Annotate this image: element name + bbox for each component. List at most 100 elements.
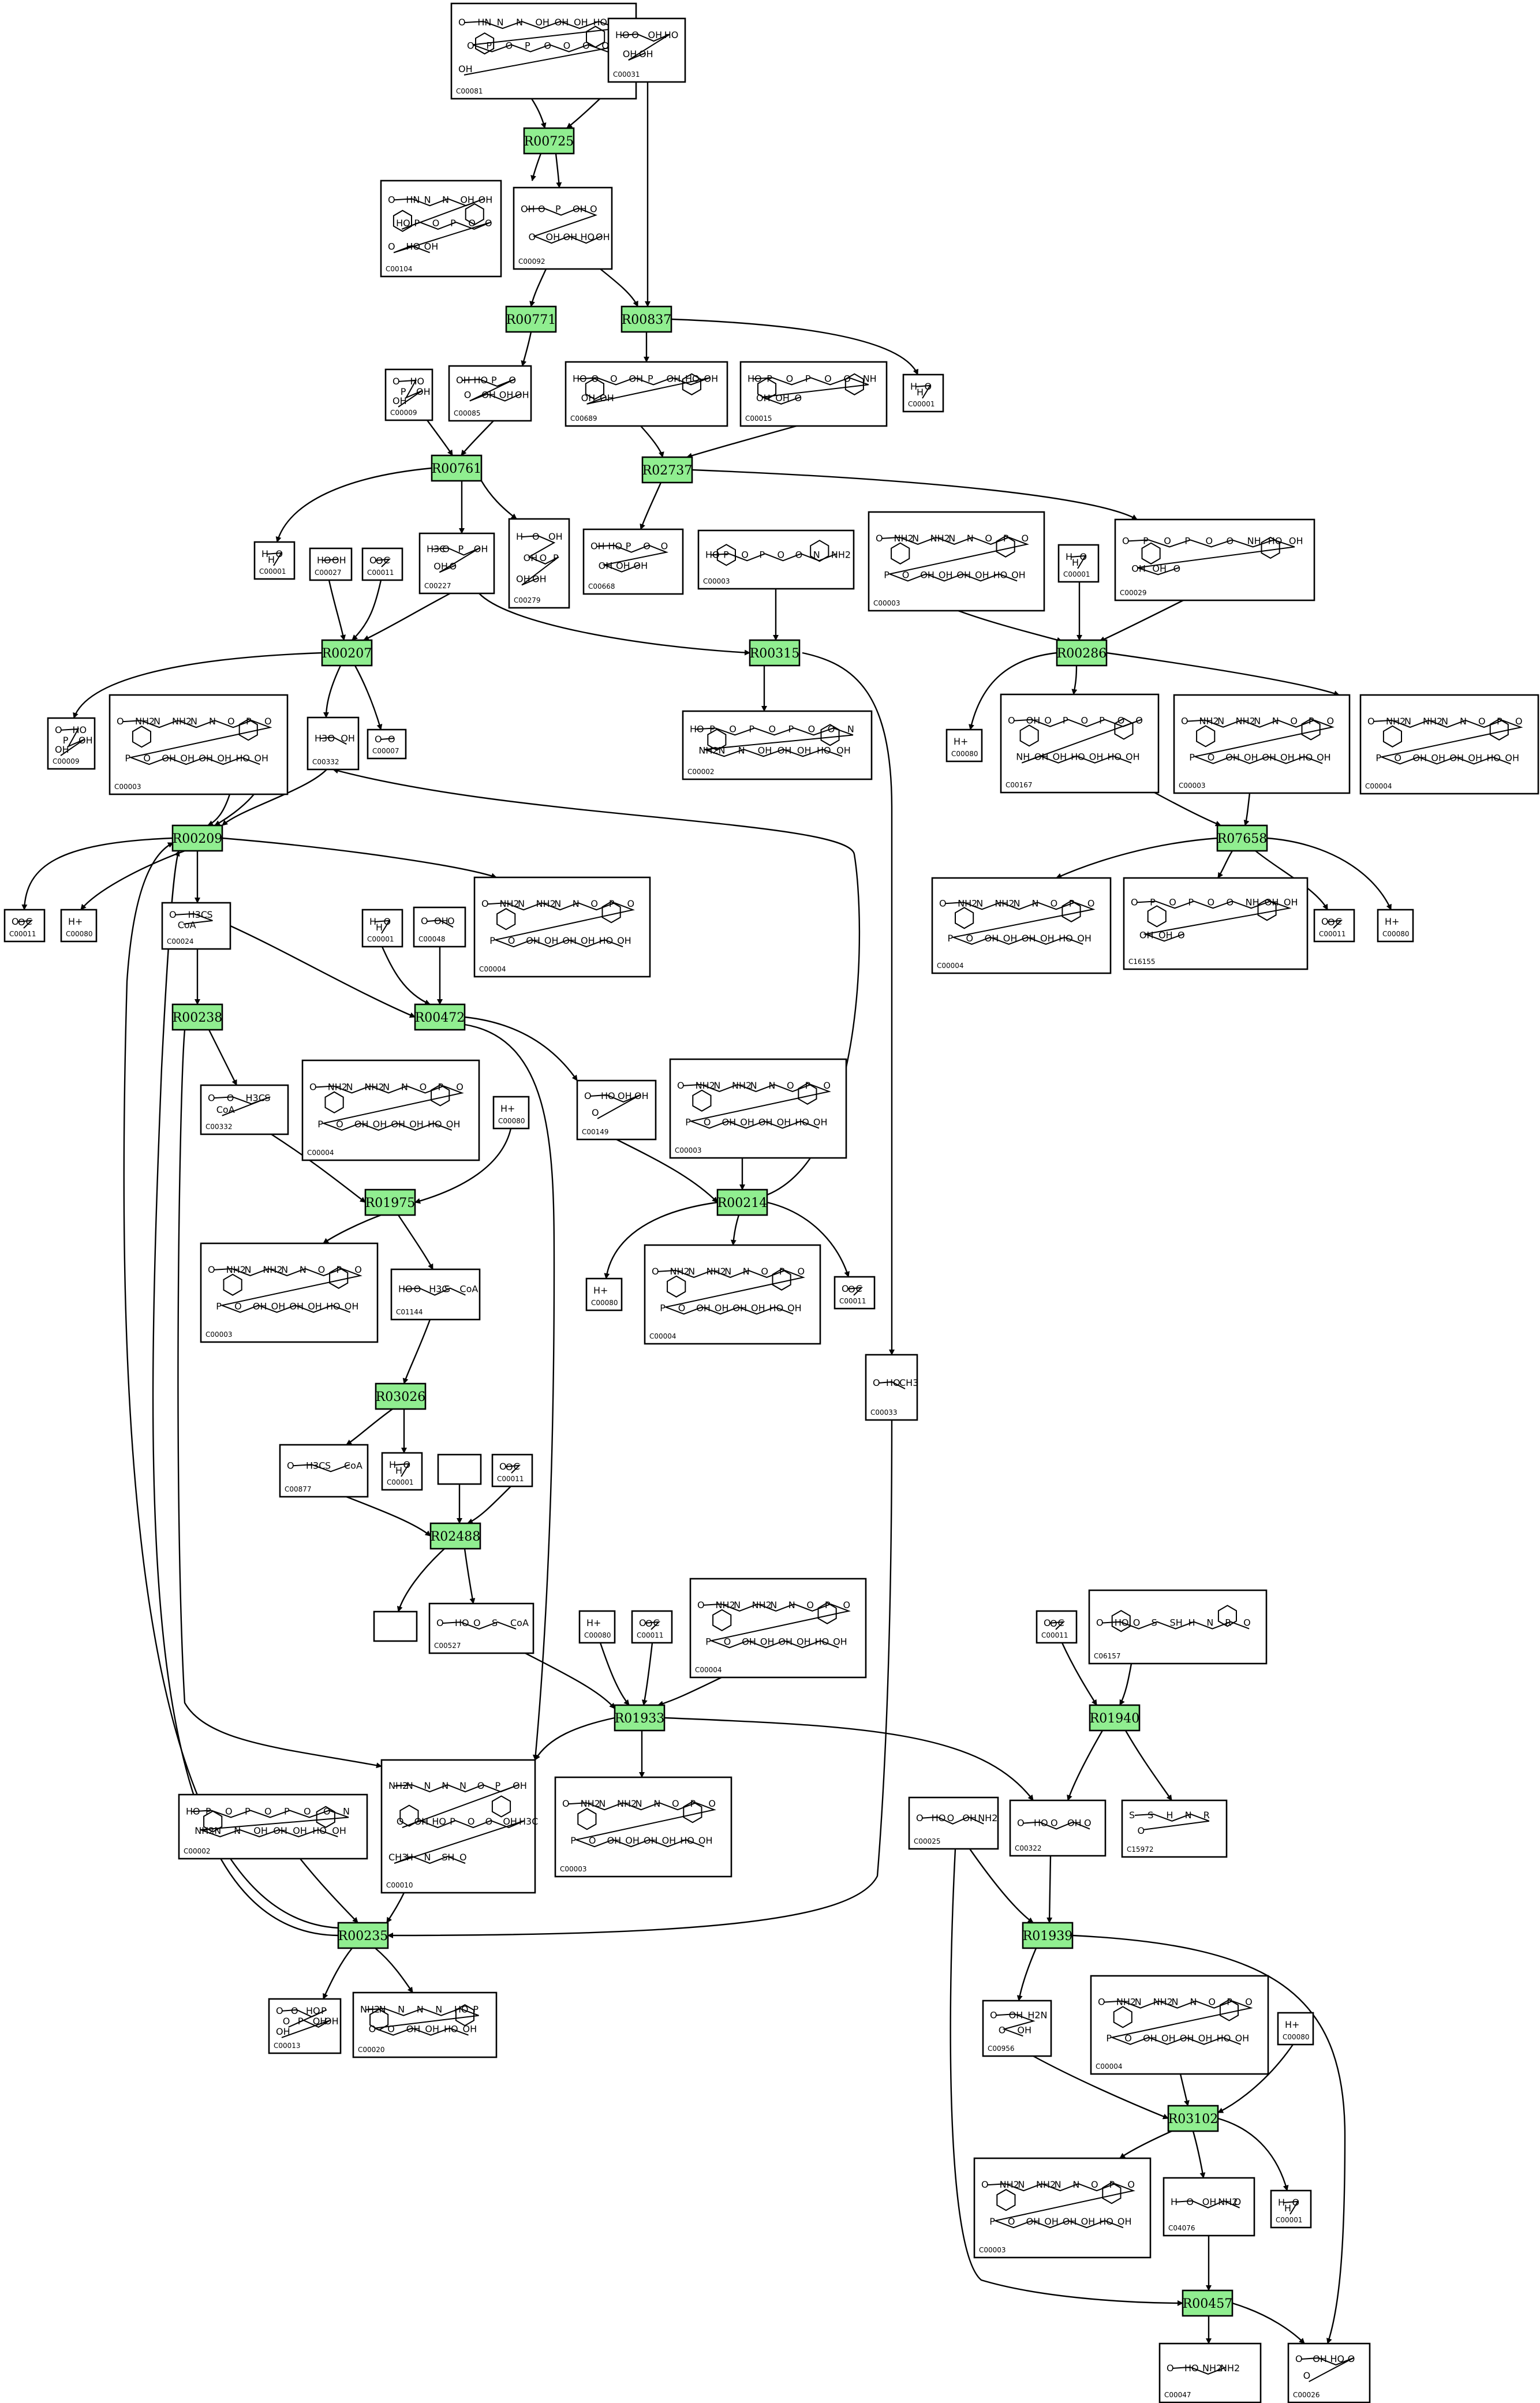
compound-node[interactable] <box>437 1453 482 1485</box>
reaction-node[interactable]: R07658 <box>1216 824 1268 852</box>
compound-node[interactable]: H+C00080 <box>578 1610 616 1644</box>
atom-label: H <box>1166 1810 1173 1821</box>
reaction-node[interactable]: R00238 <box>171 1003 223 1031</box>
reaction-node[interactable]: R02737 <box>641 456 693 484</box>
reaction-node[interactable]: R00315 <box>749 639 801 667</box>
reaction-node[interactable]: R00209 <box>171 824 223 852</box>
compound-node[interactable]: H+C00080 <box>585 1277 623 1311</box>
reaction-node[interactable]: R00761 <box>431 454 483 482</box>
reaction-node[interactable]: R00235 <box>337 1922 389 1949</box>
bond-lines <box>320 737 347 745</box>
reaction-node[interactable]: R02488 <box>429 1522 481 1550</box>
compound-node[interactable]: H+C00080 <box>1377 909 1414 943</box>
reaction-node[interactable]: R01975 <box>364 1189 416 1216</box>
reaction-node[interactable]: R01939 <box>1022 1922 1074 1949</box>
reaction-node[interactable]: R00457 <box>1182 2289 1234 2317</box>
compound-node[interactable]: H+C00080 <box>492 1096 530 1130</box>
compound-node[interactable] <box>373 1610 418 1642</box>
reaction-node[interactable]: R01933 <box>614 1704 666 1732</box>
reaction-node[interactable]: R00472 <box>414 1003 466 1031</box>
compound-node[interactable]: H+C00080 <box>1277 2012 1314 2046</box>
compound-node[interactable]: H+C00080 <box>945 728 983 763</box>
reaction-node[interactable]: R01940 <box>1089 1704 1141 1732</box>
reaction-node[interactable]: R00286 <box>1056 639 1108 667</box>
reaction-node[interactable]: R00771 <box>505 305 557 333</box>
reaction-node[interactable]: R03026 <box>375 1382 427 1410</box>
compound-node[interactable]: OHNNNOHOHOHHOPOPOPOOOOHOOHC00081 <box>450 2 637 100</box>
reaction-node[interactable]: R00725 <box>523 127 575 155</box>
compound-node[interactable]: H+C00080 <box>60 909 98 943</box>
reaction-node[interactable]: R00214 <box>716 1189 768 1216</box>
reaction-node[interactable]: R00207 <box>321 639 373 667</box>
reaction-node[interactable]: R00837 <box>621 305 672 333</box>
reaction-node[interactable]: R03102 <box>1167 2105 1219 2132</box>
